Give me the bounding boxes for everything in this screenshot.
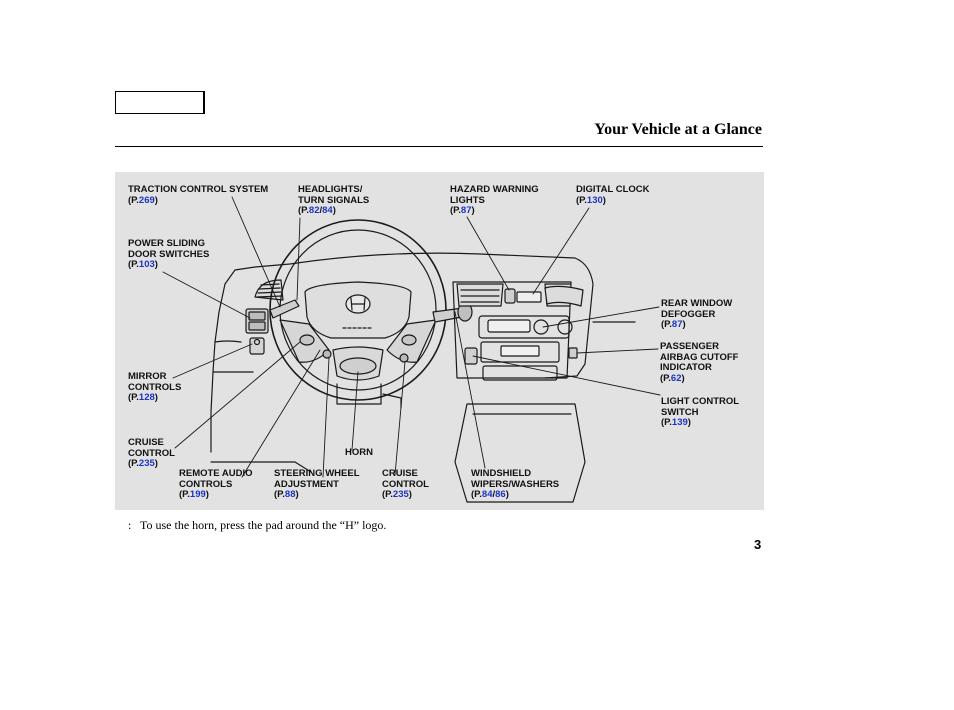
- callout-horn: HORN: [345, 447, 373, 458]
- callout-steering-adjustment: STEERING WHEEL ADJUSTMENT (P.88): [274, 468, 360, 500]
- callout-hazard-lights: HAZARD WARNING LIGHTS (P.87): [450, 184, 539, 216]
- callout-mirror-controls: MIRROR CONTROLS (P.128): [128, 371, 182, 403]
- callout-remote-audio: REMOTE AUDIO CONTROLS (P.199): [179, 468, 253, 500]
- cruise-buttons: [401, 334, 417, 346]
- center-stack: [452, 281, 572, 379]
- dashboard-illustration: [162, 196, 661, 503]
- page-link[interactable]: 84: [322, 205, 333, 216]
- climate-dial-right: [557, 319, 573, 335]
- callout-cruise-control-left: CRUISE CONTROL (P.235): [128, 437, 175, 469]
- page-link[interactable]: 84: [481, 489, 493, 500]
- climate-panel: [478, 315, 570, 339]
- page-link[interactable]: 88: [284, 489, 296, 500]
- page-ref: (P.199): [179, 489, 209, 500]
- audio-unit: [480, 341, 560, 363]
- left-stalk: [269, 299, 300, 319]
- callout-light-switch: LIGHT CONTROL SWITCH (P.139): [661, 396, 740, 428]
- page-number: 3: [754, 537, 762, 552]
- page-ref: (P.235): [382, 489, 412, 500]
- footnote: : To use the horn, press the pad around t…: [128, 518, 386, 533]
- callout-digital-clock: DIGITAL CLOCK (P.130): [576, 184, 650, 206]
- page-link[interactable]: 128: [138, 392, 155, 403]
- page-ref: (P.235): [128, 458, 158, 469]
- page-ref: (P.128): [128, 392, 158, 403]
- left-vent: [254, 279, 284, 301]
- page-link[interactable]: 86: [495, 489, 506, 500]
- page-ref: (P.62): [660, 372, 685, 384]
- page-ref: (P.130): [576, 194, 606, 206]
- page-ref: (P.103): [128, 259, 158, 270]
- page-title: Your Vehicle at a Glance: [594, 121, 762, 138]
- callout-rear-defogger: REAR WINDOW DEFOGGER (P.87): [661, 298, 733, 330]
- dashboard-outline: [224, 252, 594, 379]
- callout-headlights: HEADLIGHTS/ TURN SIGNALS (P.82/84): [298, 184, 370, 216]
- callout-sliding-door: POWER SLIDING DOOR SWITCHES (P.103): [128, 238, 210, 270]
- steering-column: [336, 383, 382, 405]
- page-link[interactable]: 199: [189, 489, 206, 500]
- mirror-control-panel: [249, 337, 265, 355]
- page-link[interactable]: 87: [460, 205, 472, 216]
- right-vent: [544, 285, 584, 307]
- dashboard-figure: TRACTION CONTROL SYSTEM (P.269) HEADLIGH…: [115, 172, 764, 510]
- title-rule: [115, 146, 763, 147]
- dashboard-lower-left: [210, 283, 226, 453]
- digital-clock: [516, 291, 542, 303]
- page-ref: (P.82/84): [298, 205, 336, 216]
- page-link[interactable]: 103: [138, 259, 155, 270]
- light-control-switch: [464, 347, 478, 365]
- page-ref: (P.88): [274, 489, 299, 500]
- page-link[interactable]: 139: [671, 417, 688, 428]
- page-ref: (P.87): [450, 205, 475, 216]
- page-link[interactable]: 87: [671, 319, 683, 330]
- callout-wipers: WINDSHIELD WIPERS/WASHERS (P.84/86): [471, 468, 560, 500]
- callout-airbag-indicator: PASSENGER AIRBAG CUTOFF INDICATOR (P.62): [660, 341, 739, 384]
- page-link[interactable]: 62: [670, 372, 682, 384]
- page-ref: (P.139): [661, 417, 691, 428]
- lower-console: [454, 403, 586, 503]
- hazard-button: [504, 288, 516, 304]
- callout-traction-control: TRACTION CONTROL SYSTEM (P.269): [128, 184, 269, 206]
- footnote-marker: :: [128, 518, 132, 532]
- page-link[interactable]: 235: [138, 458, 155, 469]
- page-ref: (P.84/86): [471, 489, 509, 500]
- climate-dial-left: [533, 319, 549, 335]
- page-ref: (P.87): [661, 319, 686, 330]
- leader-lines: [162, 196, 661, 478]
- footnote-text: To use the horn, press the pad around th…: [140, 518, 387, 532]
- page-link[interactable]: 269: [138, 194, 155, 206]
- airbag-cutoff-indicator: [568, 347, 578, 359]
- page-link[interactable]: 82: [308, 205, 320, 216]
- callout-cruise-control-right: CRUISE CONTROL (P.235): [382, 468, 429, 500]
- page-ref: (P.269): [128, 194, 158, 206]
- page-link[interactable]: 130: [586, 194, 603, 206]
- nav-box: [115, 91, 205, 114]
- page-link[interactable]: 235: [392, 489, 409, 500]
- remote-audio-buttons: [299, 334, 315, 346]
